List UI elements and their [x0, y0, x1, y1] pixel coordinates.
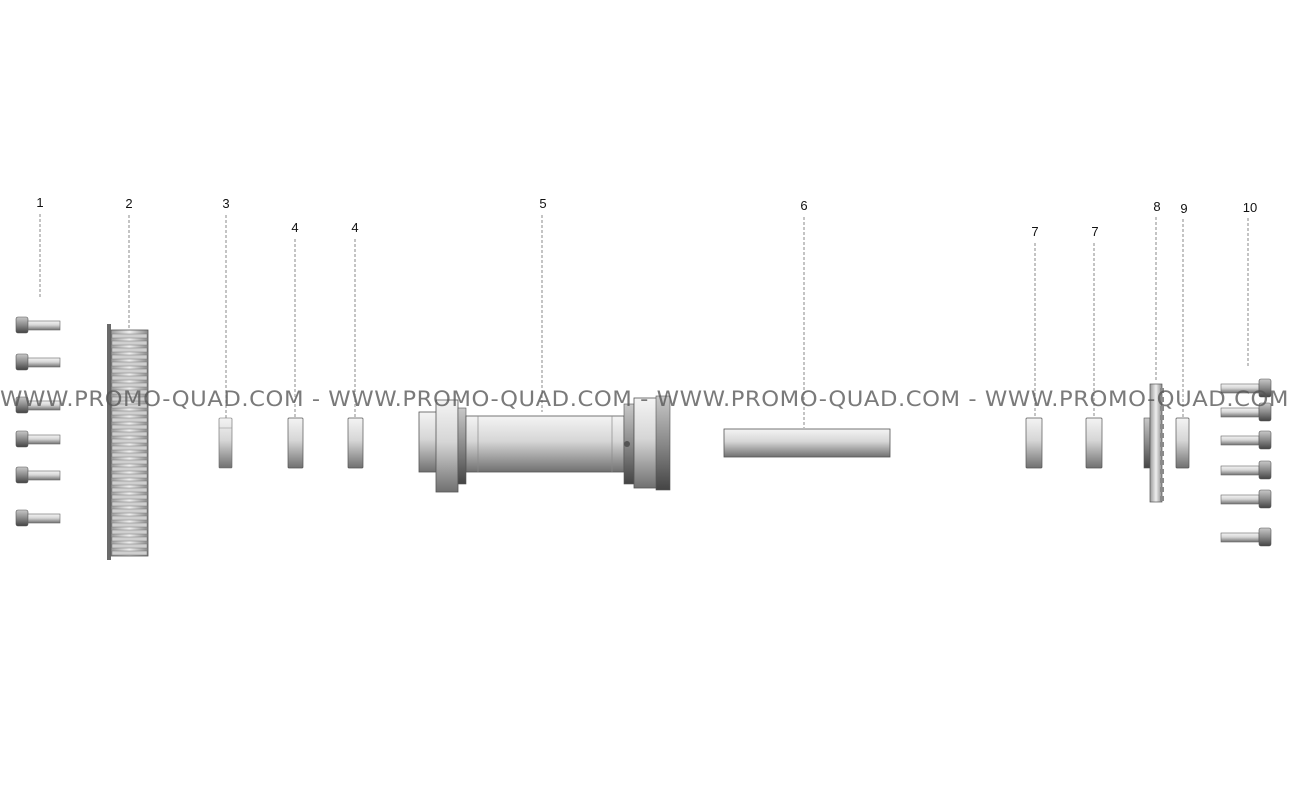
callout-3: 3 — [222, 196, 229, 211]
part-4-bearing-b — [347, 417, 364, 469]
sprocket-tooth — [1160, 460, 1164, 465]
sprocket-tooth — [1160, 469, 1164, 474]
callout-2: 2 — [125, 196, 132, 211]
small-sprocket-teeth — [1160, 388, 1164, 501]
sprocket-tooth — [111, 466, 148, 472]
sprocket-tooth — [111, 473, 148, 479]
sprocket-tooth — [111, 452, 148, 458]
sprocket-tooth — [1160, 442, 1164, 447]
watermark: WWW.PROMO-QUAD.COM - WWW.PROMO-QUAD.COM … — [0, 387, 1289, 411]
part-7-bearing-b — [1085, 417, 1103, 469]
part-9-spacer — [1175, 417, 1190, 469]
callout-4a: 4 — [291, 220, 298, 235]
sprocket-tooth — [111, 417, 148, 423]
sprocket-tooth — [111, 389, 148, 395]
screw-icon — [1220, 489, 1272, 509]
screw-icon — [15, 509, 61, 527]
sprocket-tooth — [111, 487, 148, 493]
part-10-screws — [1220, 378, 1272, 547]
sprocket-tooth — [111, 410, 148, 416]
sprocket-tooth — [1160, 415, 1164, 420]
callout-labels: 1 2 3 4 4 5 6 7 7 8 9 10 — [36, 195, 1257, 239]
sprocket-tooth — [111, 375, 148, 381]
sprocket-tooth — [111, 382, 148, 388]
callout-6: 6 — [800, 198, 807, 213]
screw-icon — [15, 353, 61, 371]
screw-icon — [1220, 430, 1272, 450]
sprocket-tooth — [1160, 487, 1164, 492]
sprocket-tooth — [1160, 397, 1164, 402]
sprocket-tooth — [111, 480, 148, 486]
sprocket-tooth — [1160, 451, 1164, 456]
sprocket-tooth — [111, 501, 148, 507]
screw-icon — [15, 466, 61, 484]
callout-5: 5 — [539, 196, 546, 211]
callout-8: 8 — [1153, 199, 1160, 214]
sprocket-tooth — [111, 333, 148, 339]
screw-icon — [1220, 527, 1272, 547]
sprocket-tooth — [111, 459, 148, 465]
sprocket-tooth — [111, 550, 148, 556]
callout-9: 9 — [1180, 201, 1187, 216]
part-3-seal — [218, 417, 233, 469]
part-1-screws — [15, 316, 61, 527]
part-6-shaft — [723, 428, 891, 458]
screw-icon — [15, 316, 61, 334]
sprocket-tooth — [111, 522, 148, 528]
sprocket-tooth — [1160, 406, 1164, 411]
callout-4b: 4 — [351, 220, 358, 235]
sprocket-tooth — [111, 438, 148, 444]
sprocket-tooth — [111, 347, 148, 353]
part-8-small-sprocket — [1143, 383, 1164, 503]
screw-icon — [1220, 460, 1272, 480]
sprocket-tooth — [1160, 433, 1164, 438]
sprocket-tooth — [111, 445, 148, 451]
sprocket-tooth — [111, 494, 148, 500]
leader-lines — [39, 214, 1249, 428]
part-5-hub — [418, 395, 671, 493]
screw-icon — [15, 396, 61, 414]
callout-1: 1 — [36, 195, 43, 210]
sprocket-tooth — [111, 543, 148, 549]
sprocket-tooth — [111, 515, 148, 521]
sprocket-tooth — [1160, 388, 1164, 393]
screw-icon — [15, 430, 61, 448]
sprocket-tooth — [111, 361, 148, 367]
part-7-bearing-a — [1025, 417, 1043, 469]
sprocket-tooth — [111, 508, 148, 514]
sprocket-tooth — [111, 396, 148, 402]
sprocket-tooth — [111, 354, 148, 360]
sprocket-tooth — [111, 368, 148, 374]
part-2-sprocket — [107, 324, 149, 560]
sprocket-tooth — [111, 424, 148, 430]
sprocket-tooth — [111, 529, 148, 535]
sprocket-tooth — [111, 403, 148, 409]
sprocket-tooth — [1160, 424, 1164, 429]
screw-icon — [1220, 402, 1272, 422]
sprocket-teeth — [111, 333, 148, 556]
sprocket-tooth — [111, 431, 148, 437]
callout-7a: 7 — [1031, 224, 1038, 239]
sprocket-tooth — [111, 536, 148, 542]
sprocket-tooth — [111, 340, 148, 346]
callout-10: 10 — [1243, 200, 1257, 215]
part-4-bearing-a — [287, 417, 304, 469]
screw-icon — [1220, 378, 1272, 398]
sprocket-tooth — [1160, 496, 1164, 501]
sprocket-tooth — [1160, 478, 1164, 483]
callout-7b: 7 — [1091, 224, 1098, 239]
